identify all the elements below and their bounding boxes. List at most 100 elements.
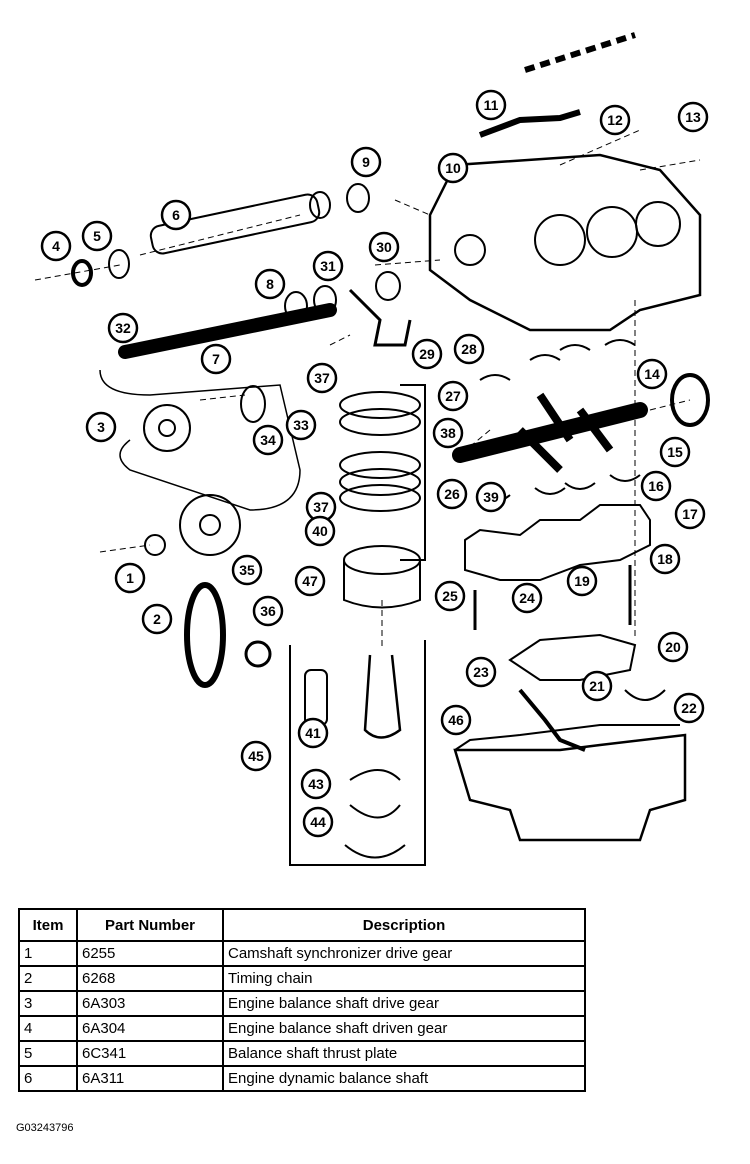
table-row: 6 6A311 Engine dynamic balance shaft	[18, 1065, 586, 1092]
callout-24: 24	[511, 582, 543, 614]
callout-circle	[677, 101, 709, 133]
callout-circle	[599, 104, 631, 136]
balance-drive-gear	[143, 404, 191, 452]
callout-number: 45	[248, 748, 264, 764]
callout-20: 20	[657, 631, 689, 663]
alignment-line	[649, 399, 691, 411]
callout-circle	[107, 312, 139, 344]
callout-number: 35	[239, 562, 255, 578]
callout-circle	[312, 250, 344, 282]
callout-circle	[581, 670, 613, 702]
callout-number: 21	[589, 678, 605, 694]
girdle	[508, 633, 637, 681]
item-cell: 5	[18, 1040, 78, 1067]
shaft-bearing	[309, 191, 331, 219]
rocker-arms	[524, 32, 636, 73]
connecting-rod	[363, 654, 402, 739]
callout-37: 37	[306, 362, 338, 394]
header-part-number: Part Number	[76, 908, 224, 942]
callout-43: 43	[300, 768, 332, 800]
rod-bearing	[349, 769, 401, 781]
callout-circle	[475, 481, 507, 513]
callout-6: 6	[160, 199, 192, 231]
parts-table: Item Part Number Description 1 6255 Cams…	[18, 908, 586, 1092]
part-number-cell: 6A311	[76, 1065, 224, 1092]
callout-7: 7	[200, 343, 232, 375]
driven-gear	[71, 259, 93, 287]
description-cell: Engine balance shaft drive gear	[222, 990, 586, 1017]
rear-seal	[670, 373, 710, 427]
alignment-line	[394, 199, 431, 216]
callout-number: 36	[260, 603, 276, 619]
lifter-retainer	[478, 109, 581, 138]
callout-number: 46	[448, 712, 464, 728]
callout-number: 24	[519, 590, 535, 606]
piston-ring	[339, 408, 421, 436]
callout-number: 31	[320, 258, 336, 274]
callout-number: 37	[313, 499, 329, 515]
table-row: 5 6C341 Balance shaft thrust plate	[18, 1040, 586, 1067]
callout-14: 14	[636, 358, 668, 390]
callout-circle	[674, 498, 706, 530]
alignment-line	[199, 394, 246, 401]
callout-circle	[673, 692, 705, 724]
callout-circle	[368, 231, 400, 263]
part-number-cell: 6A304	[76, 1015, 224, 1042]
callout-circle	[659, 436, 691, 468]
callout-circle	[436, 478, 468, 510]
callout-39: 39	[475, 481, 507, 513]
callout-circle	[254, 268, 286, 300]
cylinder-bore	[635, 201, 681, 247]
callout-circle	[81, 220, 113, 252]
part-number-cell: 6255	[76, 940, 224, 967]
alignment-line	[34, 264, 121, 281]
callout-47: 47	[294, 565, 326, 597]
table-row: 1 6255 Camshaft synchronizer drive gear	[18, 940, 586, 967]
callout-number: 26	[444, 486, 460, 502]
callout-17: 17	[674, 498, 706, 530]
callout-35: 35	[231, 554, 263, 586]
callout-circle	[252, 595, 284, 627]
callout-circle	[285, 409, 317, 441]
callout-circle	[294, 565, 326, 597]
callout-16: 16	[640, 470, 672, 502]
callout-number: 33	[293, 417, 309, 433]
callout-circle	[240, 740, 272, 772]
callout-36: 36	[252, 595, 284, 627]
callout-40: 40	[304, 515, 336, 547]
callout-number: 19	[574, 573, 590, 589]
callout-23: 23	[465, 656, 497, 688]
callout-19: 19	[566, 565, 598, 597]
callout-number: 4	[52, 238, 60, 254]
callout-circle	[231, 554, 263, 586]
callout-34: 34	[252, 424, 284, 456]
callout-number: 43	[308, 776, 324, 792]
piston-ring	[339, 391, 421, 419]
callout-circle	[141, 603, 173, 635]
callout-5: 5	[81, 220, 113, 252]
part-number-cell: 6A303	[76, 990, 224, 1017]
callout-number: 16	[648, 478, 664, 494]
header-description: Description	[222, 908, 586, 942]
callout-number: 12	[607, 112, 623, 128]
callout-number: 25	[442, 588, 458, 604]
gear-hub	[199, 514, 221, 536]
callout-4: 4	[40, 230, 72, 262]
callout-number: 18	[657, 551, 673, 567]
description-cell: Engine balance shaft driven gear	[222, 1015, 586, 1042]
block-bore	[454, 234, 486, 266]
cylinder-bore	[586, 206, 638, 258]
callout-circle	[304, 515, 336, 547]
table-row: 2 6268 Timing chain	[18, 965, 586, 992]
callout-13: 13	[677, 101, 709, 133]
callout-28: 28	[453, 333, 485, 365]
callout-number: 40	[312, 523, 328, 539]
camshaft	[118, 303, 337, 359]
callout-number: 17	[682, 506, 698, 522]
callout-circle	[437, 152, 469, 184]
callout-number: 5	[93, 228, 101, 244]
callout-9: 9	[350, 146, 382, 178]
cam-bearing	[313, 285, 337, 315]
crankshaft	[452, 402, 648, 463]
callout-circle	[306, 362, 338, 394]
